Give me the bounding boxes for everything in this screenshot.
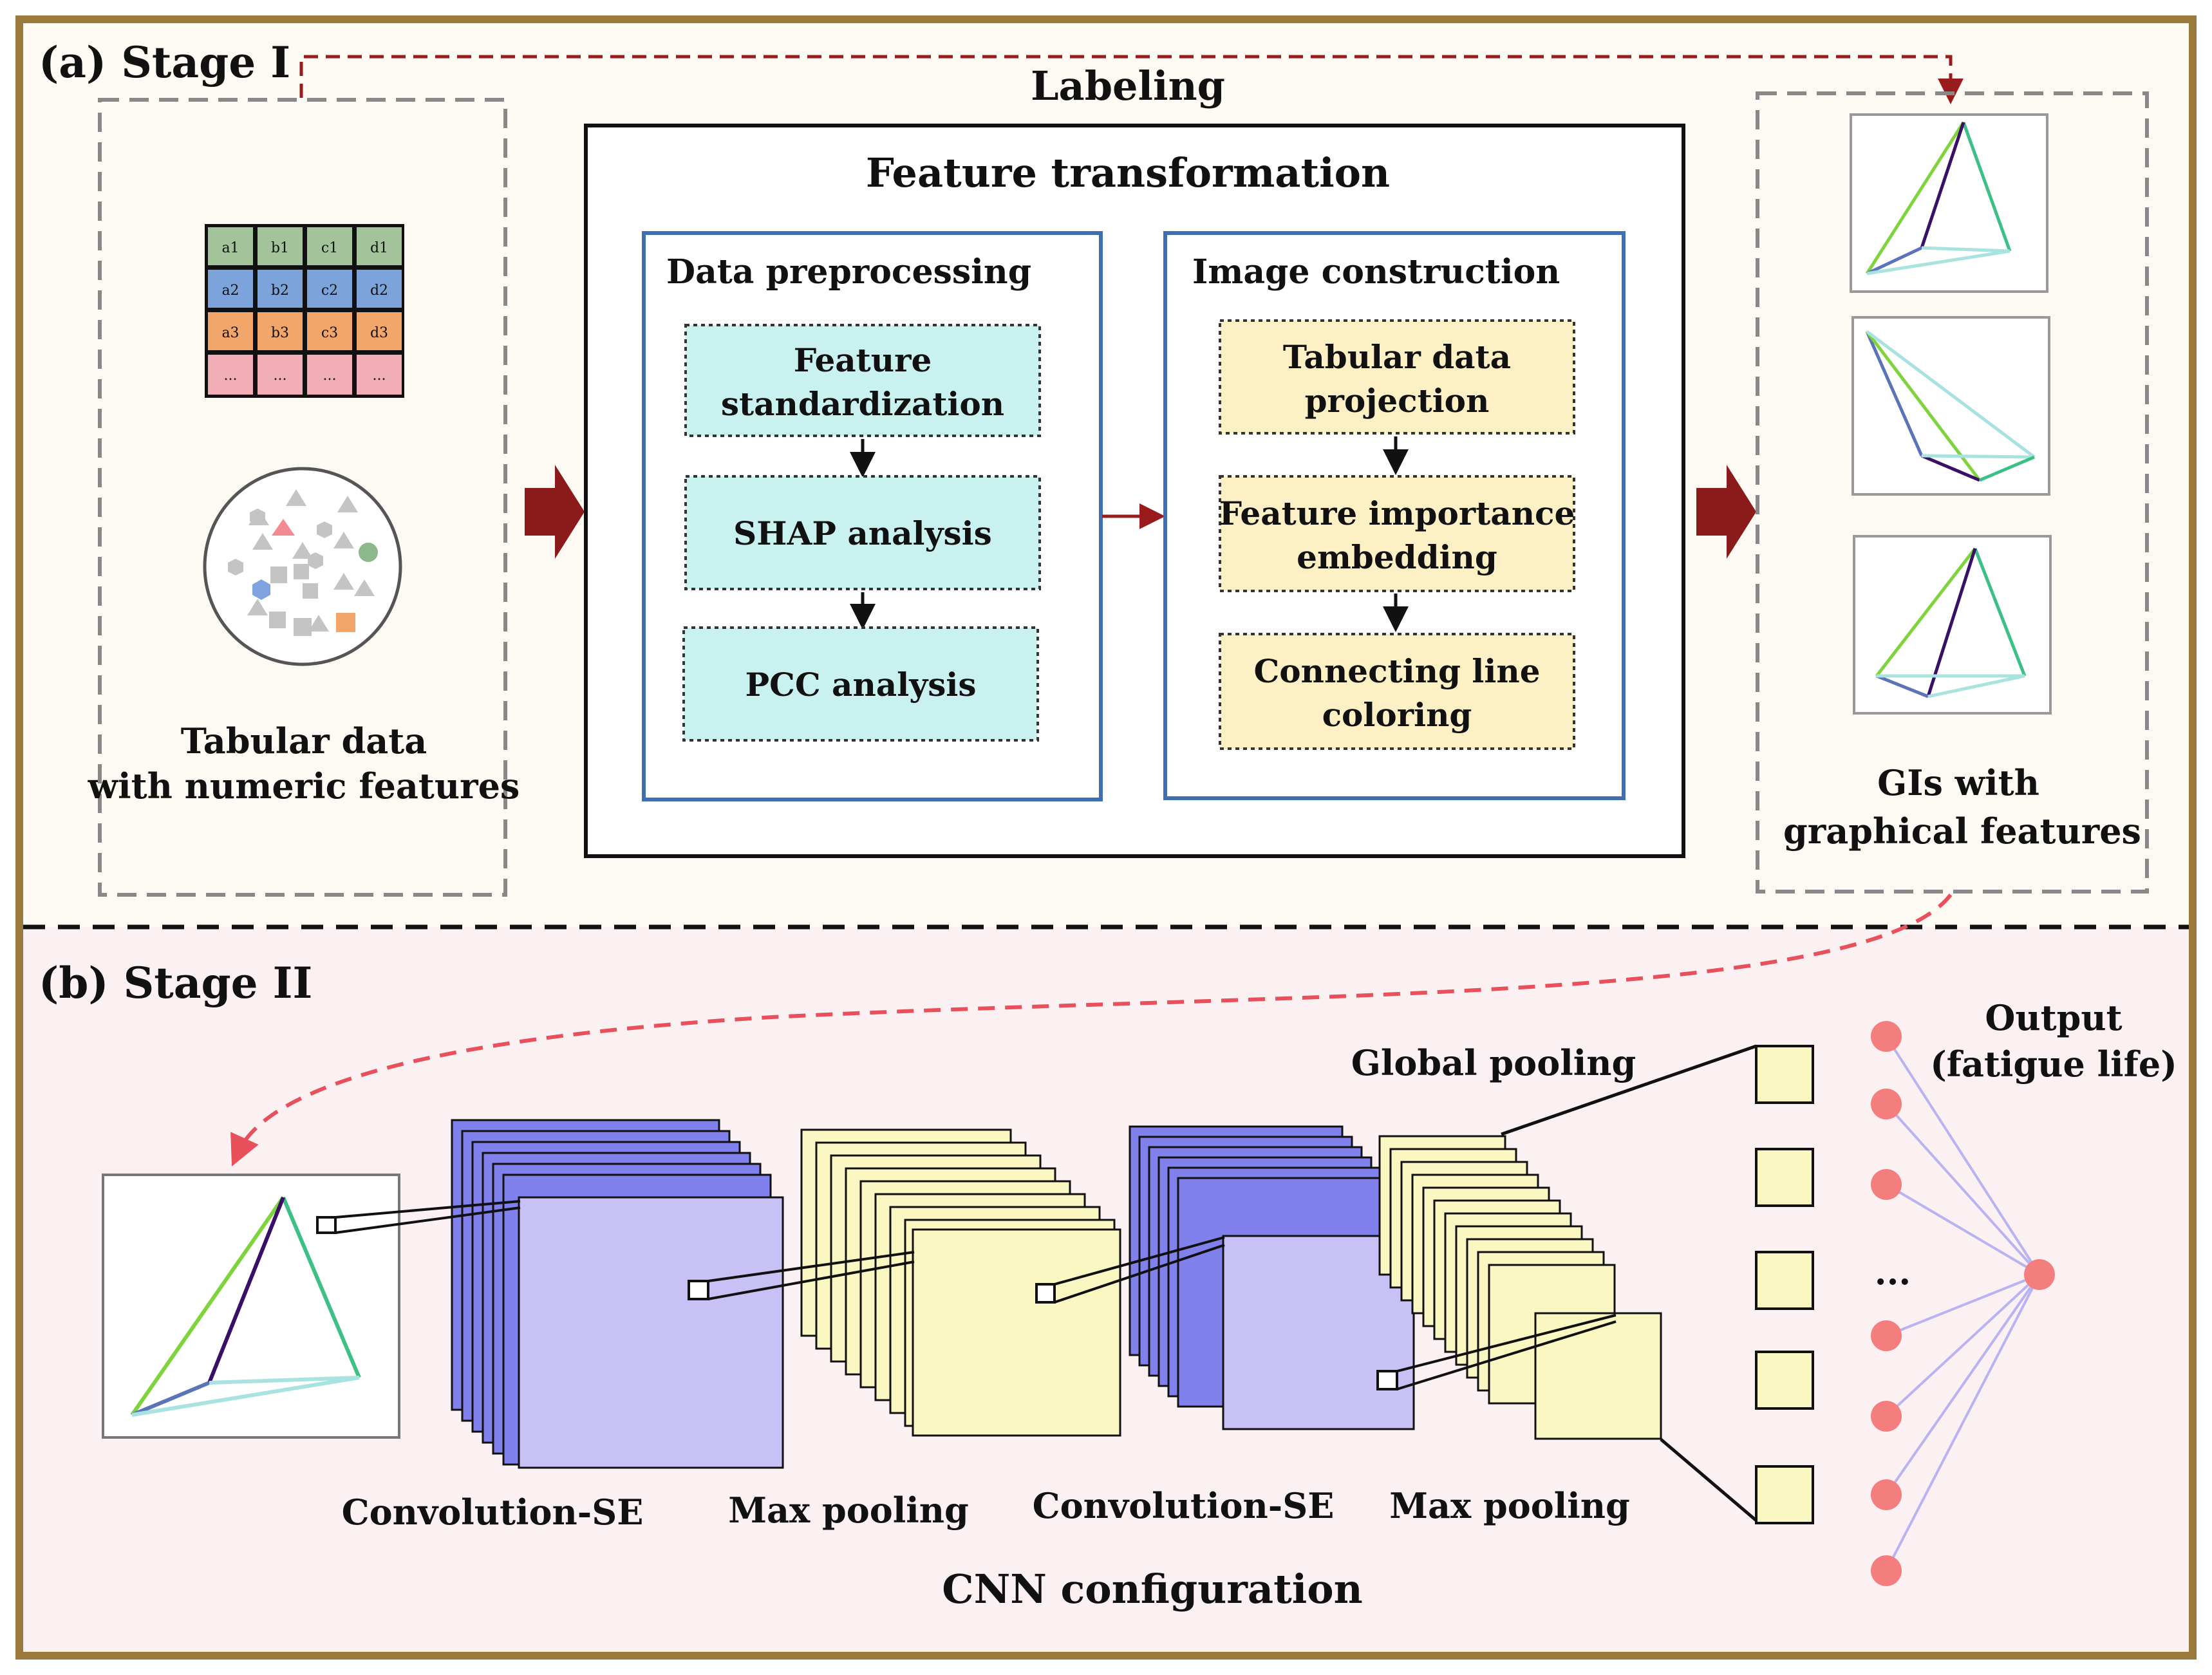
table-cell: c1 — [321, 240, 338, 256]
table-cell: d1 — [370, 240, 388, 256]
stage-transition-arrow — [230, 894, 1953, 1166]
table-row: a3 b3 c3 d3 — [208, 312, 402, 350]
graphical-image-1 — [1850, 113, 2048, 293]
table-row: a1 b1 c1 d1 — [208, 227, 402, 265]
input-to-transformation-arrow — [525, 465, 585, 559]
layer-label-max-pooling-2: Max pooling — [1389, 1485, 1630, 1526]
table-cell: ... — [274, 368, 287, 384]
connecting-line-coloring-step — [1219, 633, 1575, 750]
hidden-node — [1871, 1555, 1902, 1586]
fc-lines — [1885, 1035, 2041, 1571]
hidden-node — [1871, 1089, 1902, 1119]
global-pooling-lines — [1501, 1044, 1757, 1522]
cnn-input-image — [102, 1174, 400, 1439]
table-cell: d3 — [370, 325, 388, 341]
input-caption-line2: with numeric features — [88, 765, 520, 807]
layer-label-max-pooling-1: Max pooling — [728, 1490, 969, 1531]
pcc-analysis-label: PCC analysis — [745, 666, 976, 704]
nodes-ellipsis: ... — [1875, 1251, 1911, 1293]
tabular-data-table: a1 b1 c1 d1 a2 b2 c2 d2 a3 b3 c3 d3 — [205, 224, 404, 398]
image-construction-title: Image construction — [1192, 252, 1560, 292]
table-cell: d2 — [370, 283, 388, 299]
output-caption-line2: graphical features — [1783, 810, 2141, 852]
receptive-field-lines-1 — [335, 1200, 521, 1234]
transformation-to-output-arrow — [1696, 465, 1756, 559]
table-cell: c2 — [321, 283, 338, 299]
global-pooling-label: Global pooling — [1351, 1042, 1636, 1083]
feature-transformation-title: Feature transformation — [866, 149, 1390, 196]
stage2-label: (b) Stage II — [39, 958, 312, 1008]
max-pooling-block-2 — [1378, 1135, 1662, 1440]
input-dashed-box — [98, 98, 507, 897]
table-cell: b3 — [271, 325, 289, 341]
connecting-line-line2: coloring — [1322, 696, 1472, 734]
graphical-image-2 — [1851, 316, 2050, 496]
table-row: a2 b2 c2 d2 — [208, 270, 402, 308]
hidden-node — [1871, 1169, 1902, 1200]
table-cell: b2 — [271, 283, 289, 299]
table-cell: ... — [224, 368, 238, 384]
table-row: ... ... ... ... — [208, 355, 402, 395]
output-node — [2024, 1259, 2055, 1290]
global-pooling-vector — [1755, 1045, 1814, 1524]
connecting-line-line1: Connecting line — [1253, 652, 1540, 690]
input-caption-line1: Tabular data — [181, 720, 427, 762]
output-label-line1: Output — [1985, 997, 2122, 1038]
conv-se-block-1 — [451, 1119, 784, 1469]
feature-importance-line1: Feature importance — [1219, 494, 1575, 532]
hidden-nodes — [1871, 1021, 1902, 1586]
shap-analysis-label: SHAP analysis — [733, 514, 992, 552]
graphical-image-3 — [1853, 535, 2052, 715]
table-cell: c3 — [321, 325, 338, 341]
feature-standardization-step — [684, 324, 1041, 437]
layer-label-conv-se-2: Convolution-SE — [1033, 1485, 1335, 1526]
feature-standardization-line1: Feature — [794, 341, 932, 379]
data-preprocessing-title: Data preprocessing — [666, 252, 1031, 292]
feature-importance-line2: embedding — [1297, 538, 1497, 576]
table-cell: a3 — [221, 325, 239, 341]
hidden-node — [1871, 1479, 1902, 1510]
receptive-field-lines-2 — [708, 1251, 915, 1300]
layer-label-conv-se-1: Convolution-SE — [342, 1492, 644, 1533]
table-cell: ... — [373, 368, 386, 384]
hidden-node — [1871, 1320, 1902, 1351]
receptive-field-lines-3 — [1054, 1236, 1225, 1304]
numeric-features-icon — [203, 467, 402, 666]
table-cell: a1 — [221, 240, 239, 256]
table-cell: a2 — [221, 283, 239, 299]
tabular-data-projection-step — [1219, 319, 1575, 435]
output-dashed-box — [1756, 91, 2149, 894]
pcc-analysis-step — [682, 626, 1039, 742]
receptive-field-lines-4 — [1396, 1314, 1617, 1390]
feature-importance-embedding-step — [1219, 475, 1575, 592]
cnn-configuration-caption: CNN configuration — [942, 1566, 1362, 1613]
outer-frame — [15, 15, 2197, 1660]
tabular-projection-line1: Tabular data — [1283, 338, 1511, 376]
labeling-label: Labeling — [1031, 62, 1225, 109]
hidden-node — [1871, 1021, 1902, 1052]
output-caption-line1: GIs with — [1877, 762, 2039, 803]
tabular-projection-line2: projection — [1305, 382, 1490, 420]
feature-standardization-line2: standardization — [721, 385, 1004, 423]
stage1-label: (a) Stage I — [39, 37, 290, 88]
output-label-line2: (fatigue life) — [1930, 1043, 2177, 1085]
table-cell: b1 — [271, 240, 289, 256]
max-pooling-block-1 — [800, 1128, 1121, 1437]
labeling-arrow — [299, 55, 1964, 104]
hidden-node — [1871, 1401, 1902, 1432]
shap-analysis-step — [684, 475, 1041, 590]
table-cell: ... — [323, 368, 337, 384]
conv-se-block-2 — [1129, 1125, 1415, 1430]
